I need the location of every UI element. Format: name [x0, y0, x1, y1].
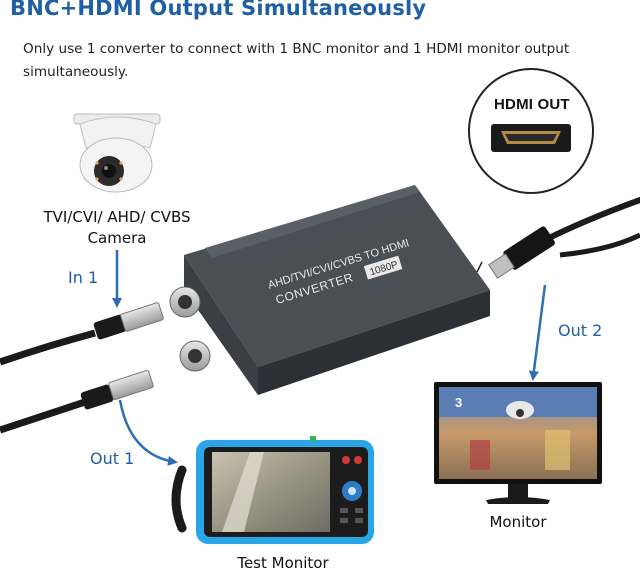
arrow-out1: [118, 399, 178, 466]
converter-device: AHD/TVI/CVI/CVBS TO HDMI CONVERTER 1080P: [169, 185, 490, 395]
test-monitor-label: Test Monitor: [237, 554, 329, 572]
camera-label-line1: TVI/CVI/ AHD/ CVBS: [43, 208, 191, 226]
monitor-image: 3: [434, 382, 602, 504]
camera-label-line2: Camera: [87, 229, 147, 247]
bnc-cable-in: [0, 302, 164, 366]
out1-label: Out 1: [90, 449, 135, 468]
hdmi-out-label: HDMI OUT: [494, 96, 570, 113]
description-text: Only use 1 converter to connect with 1 B…: [23, 41, 570, 80]
bnc-port-in: [169, 286, 201, 318]
hdmi-out-callout: [468, 68, 594, 273]
test-monitor-image: [171, 436, 374, 544]
page-title: BNC+HDMI Output Simultaneously: [10, 0, 427, 20]
svg-text:3: 3: [455, 395, 462, 410]
bnc-port-out: [179, 340, 211, 372]
out2-label: Out 2: [558, 321, 603, 340]
bnc-cable-out: [0, 369, 154, 434]
monitor-label: Monitor: [489, 513, 547, 531]
hdmi-cable: [488, 197, 640, 279]
dome-camera-image: [73, 113, 161, 193]
in1-label: In 1: [68, 268, 99, 287]
arrow-out2: [528, 284, 547, 381]
